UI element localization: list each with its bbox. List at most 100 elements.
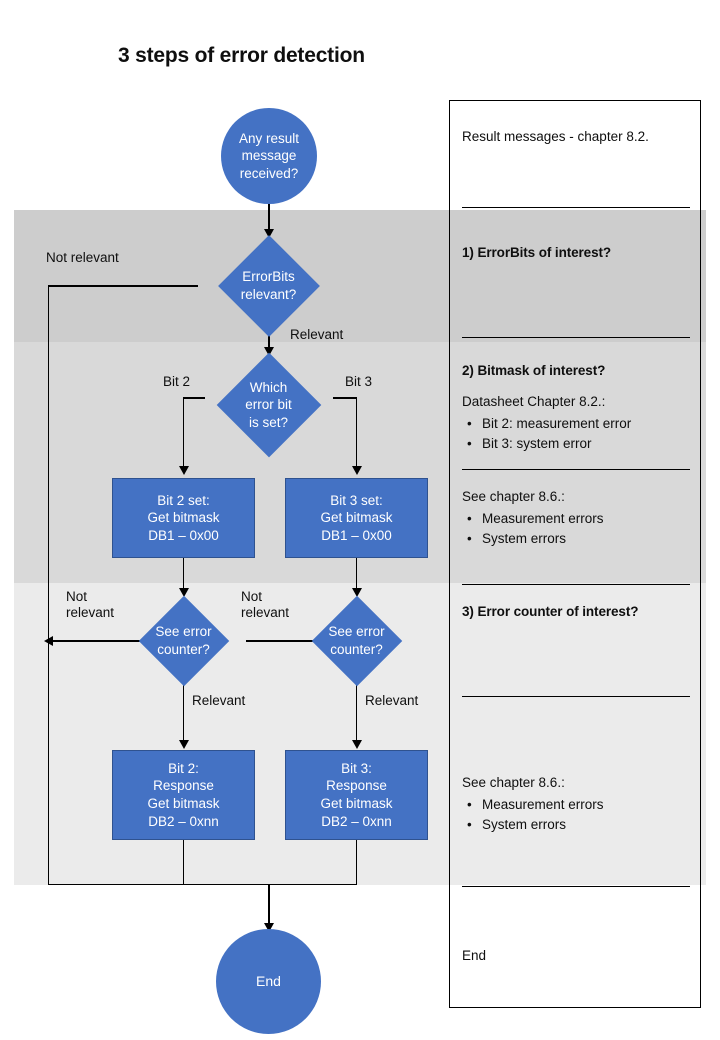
node-decision-errorbits-line2: relevant?: [240, 287, 297, 302]
connector-start-to-errorbits: [268, 204, 270, 233]
legend-step-3-chapter-bullets: • Measurement errors • System errors: [462, 795, 690, 835]
edge-label-errorbits-not-relevant: Not relevant: [46, 250, 119, 265]
legend-step-1-heading: 1) ErrorBits of interest?: [462, 245, 612, 260]
node-bit3-bitmask[interactable]: Bit 3 set: Get bitmask DB1 – 0x00: [285, 478, 428, 558]
edge-label-counter-right-not-relevant: Not relevant: [241, 589, 290, 621]
node-bit3-bitmask-line1: Bit 3 set:: [330, 492, 383, 508]
node-decision-counter-left[interactable]: See error counter?: [112, 595, 255, 687]
connector-errorbits-left: [48, 285, 198, 287]
node-start-line2: message: [241, 148, 297, 164]
node-bit2-response-line4: DB2 – 0xnn: [148, 813, 219, 829]
legend-section-step-3-chapter: See chapter 8.6.: • Measurement errors •…: [462, 773, 690, 835]
connector-counter-right-to-left: [246, 640, 326, 642]
legend-divider-3: [462, 469, 690, 471]
legend-step-2-text: Datasheet Chapter 8.2.:: [462, 394, 606, 409]
legend-section-end: End: [462, 946, 690, 966]
node-bit3-response-line3: Get bitmask: [320, 796, 393, 811]
connector-merge-rail: [48, 884, 357, 886]
list-item-label: Measurement errors: [482, 796, 604, 812]
node-bit2-bitmask[interactable]: Bit 2 set: Get bitmask DB1 – 0x00: [112, 478, 255, 558]
node-bit2-response-line3: Get bitmask: [147, 796, 220, 811]
arrowhead-counter-left: [179, 588, 189, 597]
node-bit3-response-line2: Response: [326, 778, 387, 794]
list-item-label: Measurement errors: [482, 510, 604, 526]
node-bit3-response[interactable]: Bit 3: Response Get bitmask DB2 – 0xnn: [285, 750, 428, 840]
connector-bit3-response-down: [356, 840, 358, 885]
edge-label-counter-left-not-relevant: Not relevant: [66, 589, 115, 621]
node-bit3-bitmask-line3: DB1 – 0x00: [321, 527, 392, 543]
node-decision-whichbit-line2: error bit: [245, 397, 292, 413]
bullet-glyph: •: [467, 415, 472, 431]
legend-end-text: End: [462, 948, 487, 963]
bullet-glyph: •: [467, 816, 472, 832]
legend-divider-4: [462, 584, 690, 586]
node-bit2-bitmask-line2: Get bitmask: [147, 510, 220, 526]
node-start-line1: Any result: [238, 130, 300, 146]
connector-whichbit-left-down: [183, 397, 185, 469]
connector-bit2-response-down: [183, 840, 185, 885]
node-bit3-response-line4: DB2 – 0xnn: [321, 813, 392, 829]
node-decision-whichbit[interactable]: Which error bit is set?: [197, 352, 340, 458]
bullet-glyph: •: [467, 435, 472, 451]
list-item: • Bit 2: measurement error: [462, 414, 690, 434]
edge-label-counter-right-relevant: Relevant: [365, 693, 419, 708]
bullet-glyph: •: [467, 530, 472, 546]
node-decision-counter-right[interactable]: See error counter?: [285, 595, 428, 687]
node-start[interactable]: Any result message received?: [221, 108, 317, 204]
node-bit2-response-line2: Response: [153, 778, 214, 794]
list-item: • Measurement errors: [462, 795, 690, 815]
node-decision-counter-left-line1: See error: [155, 624, 212, 640]
connector-whichbit-left: [183, 397, 205, 399]
list-item: • System errors: [462, 815, 690, 835]
list-item-label: Bit 2: measurement error: [482, 415, 632, 431]
legend-result-messages-text: Result messages - chapter 8.2.: [462, 129, 649, 144]
arrowhead-errorbits: [264, 229, 274, 238]
edge-label-errorbits-relevant: Relevant: [290, 327, 344, 342]
node-decision-whichbit-line1: Which: [249, 379, 288, 395]
node-bit3-bitmask-line2: Get bitmask: [320, 510, 393, 526]
node-decision-errorbits[interactable]: ErrorBits relevant?: [197, 235, 340, 337]
legend-step-3-chapter-text: See chapter 8.6.:: [462, 775, 565, 790]
node-bit2-bitmask-line1: Bit 2 set:: [157, 492, 210, 508]
node-bit3-response-line1: Bit 3:: [341, 760, 372, 776]
node-end-label: End: [256, 973, 281, 990]
node-bit2-response-line1: Bit 2:: [168, 760, 199, 776]
legend-step-2-heading: 2) Bitmask of interest?: [462, 363, 606, 378]
arrowhead-bit3-response: [352, 740, 362, 749]
arrowhead-bit2-bitmask: [179, 466, 189, 475]
connector-counter-left-to-response: [183, 684, 185, 742]
node-decision-whichbit-line3: is set?: [248, 414, 289, 430]
arrowhead-bit3-bitmask: [352, 466, 362, 475]
connector-bit3-to-counter-right: [356, 558, 358, 592]
page-title: 3 steps of error detection: [118, 44, 365, 67]
legend-step-2-bullets: • Bit 2: measurement error • Bit 3: syst…: [462, 414, 690, 454]
node-bit2-bitmask-line3: DB1 – 0x00: [148, 527, 219, 543]
connector-whichbit-right: [333, 397, 357, 399]
edge-label-bit2: Bit 2: [163, 374, 191, 389]
legend-section-step-2-chapter: See chapter 8.6.: • Measurement errors •…: [462, 487, 690, 549]
connector-merge-to-end: [268, 884, 270, 927]
node-end[interactable]: End: [216, 929, 321, 1034]
arrowhead-bit2-response: [179, 740, 189, 749]
bullet-glyph: •: [467, 796, 472, 812]
legend-section-step-2: 2) Bitmask of interest? Datasheet Chapte…: [462, 363, 690, 454]
legend-section-result-messages: Result messages - chapter 8.2.: [462, 127, 690, 147]
connector-counter-left-to-bypass: [48, 640, 170, 642]
legend-divider-6: [462, 886, 690, 888]
connector-bit2-to-counter-left: [183, 558, 185, 592]
legend-step-3-heading: 3) Error counter of interest?: [462, 604, 639, 619]
legend-step-2-chapter-bullets: • Measurement errors • System errors: [462, 509, 690, 549]
node-bit2-response[interactable]: Bit 2: Response Get bitmask DB2 – 0xnn: [112, 750, 255, 840]
legend-divider-1: [462, 207, 690, 209]
legend-section-step-1: 1) ErrorBits of interest?: [462, 245, 690, 260]
legend-divider-2: [462, 337, 690, 339]
bullet-glyph: •: [467, 510, 472, 526]
connector-whichbit-right-down: [356, 397, 358, 469]
arrowhead-whichbit: [264, 347, 274, 356]
arrowhead-counter-right: [352, 588, 362, 597]
node-decision-errorbits-line1: ErrorBits: [242, 269, 295, 285]
edge-label-counter-left-relevant: Relevant: [192, 693, 246, 708]
arrowhead-bypass: [44, 636, 53, 646]
list-item-label: System errors: [482, 816, 567, 832]
